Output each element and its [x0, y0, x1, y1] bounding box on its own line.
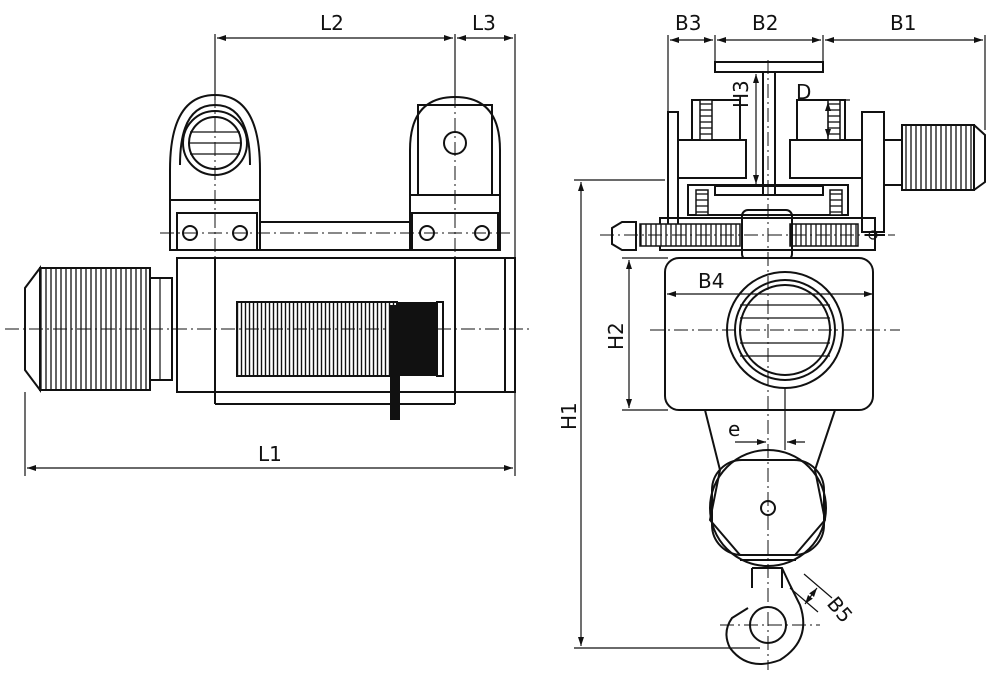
label-b1: B1 [890, 11, 916, 35]
label-b3: B3 [675, 11, 701, 35]
side-view: L2 L3 L1 [5, 11, 530, 476]
dimension-h3: H3 [729, 74, 759, 184]
hoist-body [664, 257, 874, 411]
label-d: D [796, 80, 811, 104]
dimension-l2: L2 [214, 11, 516, 258]
dimension-d: D [796, 80, 850, 141]
dimension-l1: L1 [24, 392, 516, 476]
hook-block [704, 409, 836, 665]
drum-housing [176, 257, 516, 420]
end-view: B3 B2 B1 H3 D B4 [557, 11, 986, 670]
label-l1: L1 [258, 442, 282, 466]
label-e: e [728, 417, 740, 441]
label-h1: H1 [557, 402, 581, 430]
label-b5: B5 [822, 592, 857, 628]
dimension-b4: B4 [667, 269, 873, 297]
dimension-b3: B3 [667, 11, 716, 115]
dimension-l3: L3 [457, 11, 513, 41]
label-b4: B4 [698, 269, 724, 293]
label-l3: L3 [472, 11, 496, 35]
dimension-h1: H1 [557, 179, 760, 649]
dimension-e: e [728, 388, 805, 450]
dimension-b1: B1 [825, 11, 986, 130]
label-b2: B2 [752, 11, 778, 35]
label-l2: L2 [320, 11, 344, 35]
dimension-b5: B5 [789, 573, 858, 628]
label-h3: H3 [729, 80, 753, 108]
label-h2: H2 [604, 322, 628, 350]
dimension-h2: H2 [604, 257, 668, 411]
dimension-b2: B2 [717, 11, 824, 65]
travel-motor [883, 124, 986, 191]
